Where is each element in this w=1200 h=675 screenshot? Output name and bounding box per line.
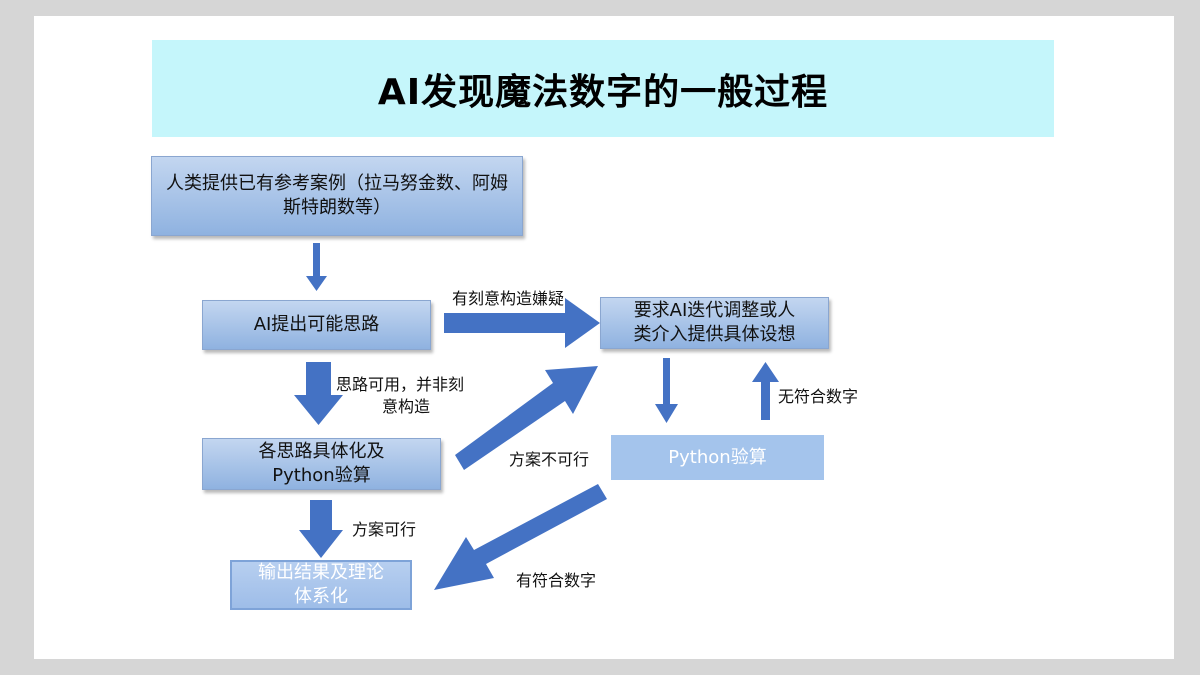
page-title: AI发现魔法数字的一般过程 [377, 71, 829, 113]
label-plan-infeasible: 方案不可行 [509, 450, 590, 469]
label-no-match: 无符合数字 [778, 387, 859, 406]
node-concretize-line1: 各思路具体化及 [258, 441, 385, 462]
label-feasible-line2: 意构造 [382, 397, 431, 416]
node-ai-ideas: AI提出可能思路 [202, 300, 431, 350]
label-has-match: 有符合数字 [516, 571, 597, 590]
node-output-line1: 输出结果及理论 [258, 562, 384, 583]
node-iterate-line1: 要求AI迭代调整或人 [633, 300, 796, 321]
arrow-concretize-to-iterate [455, 366, 598, 470]
arrow-cases-to-ideas [306, 243, 327, 291]
title-banner: AI发现魔法数字的一般过程 [152, 40, 1054, 137]
node-human-cases: 人类提供已有参考案例（拉马努金数、阿姆斯特朗数等） [151, 156, 523, 236]
node-output: 输出结果及理论 体系化 [230, 560, 412, 610]
arrow-ideas-to-concretize [294, 362, 343, 425]
node-concretize-line2: Python验算 [272, 465, 371, 486]
node-concretize: 各思路具体化及 Python验算 [202, 438, 441, 490]
label-feasible: 思路可用，并非刻 意构造 [336, 374, 464, 418]
arrow-concretize-to-output [299, 500, 343, 558]
node-human-cases-text: 人类提供已有参考案例（拉马努金数、阿姆斯特朗数等） [166, 173, 508, 218]
arrow-verify-to-output [434, 484, 607, 590]
arrow-verify-to-iterate [752, 362, 779, 420]
arrow-ideas-to-iterate [444, 298, 600, 348]
node-python-verify-text: Python验算 [668, 446, 767, 468]
label-suspect-construct: 有刻意构造嫌疑 [452, 289, 565, 308]
node-output-line2: 体系化 [294, 586, 348, 607]
node-ai-ideas-text: AI提出可能思路 [253, 314, 380, 335]
node-iterate-line2: 类介入提供具体设想 [633, 324, 796, 345]
label-plan-feasible: 方案可行 [352, 520, 417, 539]
node-python-verify: Python验算 [611, 435, 824, 480]
node-iterate: 要求AI迭代调整或人 类介入提供具体设想 [600, 297, 829, 349]
label-feasible-line1: 思路可用，并非刻 [336, 375, 465, 394]
arrow-iterate-to-verify [655, 358, 678, 423]
